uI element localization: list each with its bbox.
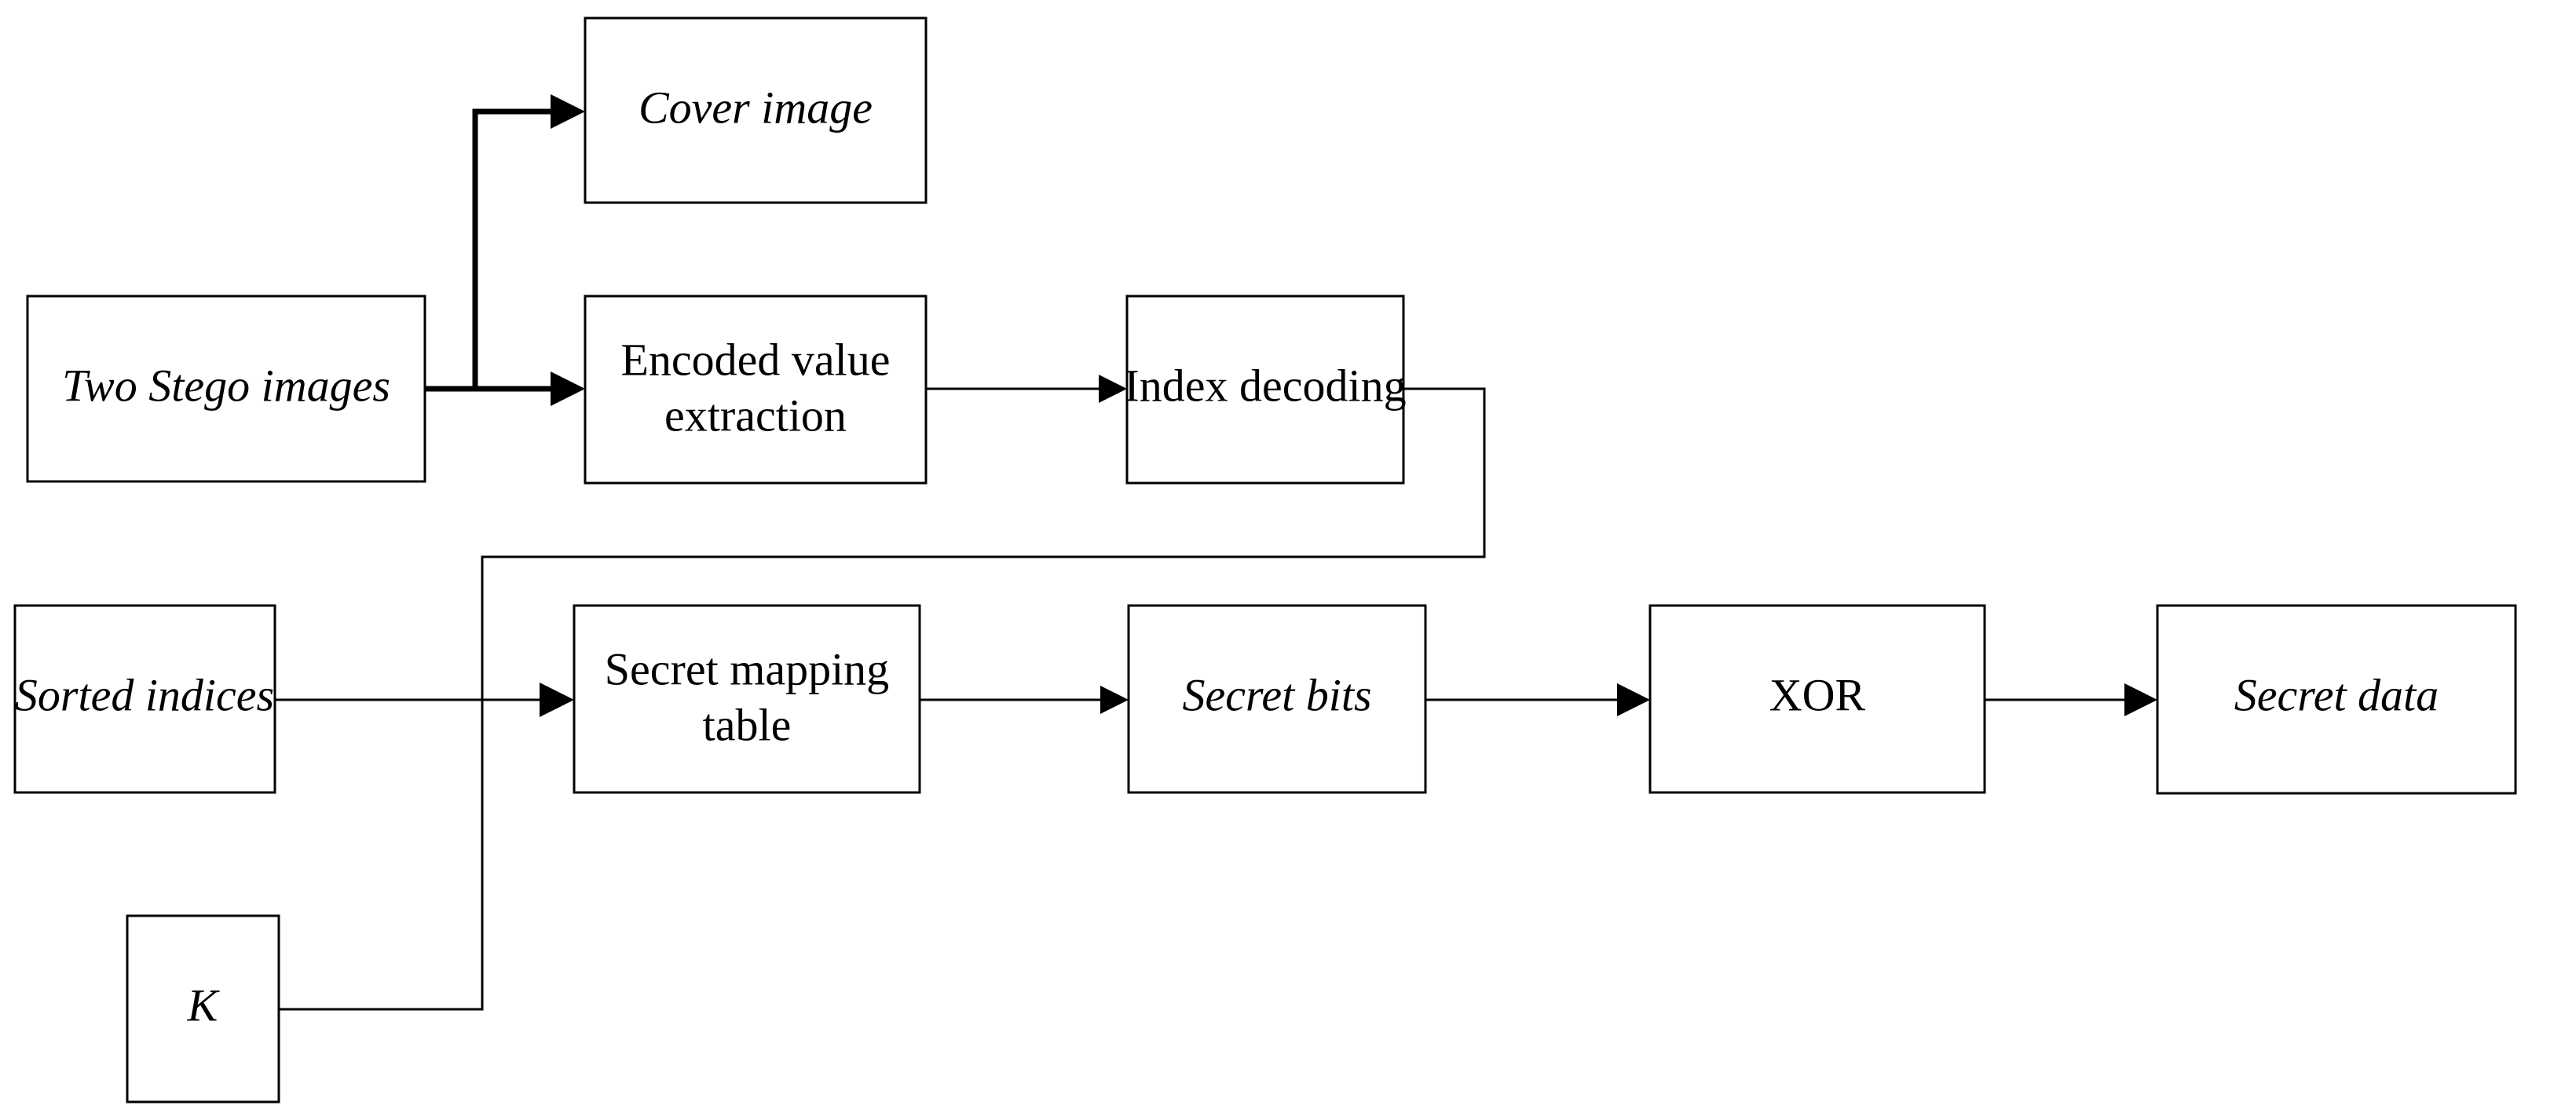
node-xor[interactable]: XOR <box>1648 604 1986 794</box>
arrowhead-secret-mapping-table <box>540 683 574 717</box>
node-secret-data-box <box>2156 604 2517 795</box>
node-index-decoding-label: Index decoding <box>1124 360 1406 411</box>
node-secret-data[interactable]: Secret data <box>2156 604 2517 795</box>
node-encoded-value-extraction-label-line1: Encoded value <box>620 334 890 385</box>
node-sorted-indices[interactable]: Sorted indices <box>13 604 276 794</box>
arrowhead-encoded-value-extraction <box>551 372 585 406</box>
node-xor-label: XOR <box>1769 669 1866 720</box>
node-secret-mapping-table-label-line1: Secret mapping <box>605 643 889 694</box>
node-secret-data-label: Secret data <box>2234 669 2439 720</box>
node-layer: Two Stego images Cover image Encoded val… <box>13 16 2517 1104</box>
node-k-box <box>126 914 280 1104</box>
node-two-stego-images[interactable]: Two Stego images <box>26 295 426 483</box>
node-secret-bits-label: Secret bits <box>1182 669 1371 720</box>
connector-layer <box>275 94 2157 1011</box>
node-cover-image-box <box>584 16 928 204</box>
node-encoded-value-extraction-label-line2: extraction <box>664 390 847 441</box>
node-secret-bits[interactable]: Secret bits <box>1127 604 1427 794</box>
node-k-label: K <box>187 979 221 1030</box>
node-sorted-indices-box <box>13 604 276 794</box>
node-index-decoding-box <box>1125 295 1405 485</box>
node-encoded-value-extraction-box <box>584 295 928 485</box>
node-sorted-indices-label: Sorted indices <box>15 669 274 720</box>
node-encoded-value-extraction[interactable]: Encoded value extraction <box>584 295 928 485</box>
node-cover-image[interactable]: Cover image <box>584 16 928 204</box>
node-index-decoding[interactable]: Index decoding <box>1124 295 1407 485</box>
node-secret-mapping-table-label-line2: table <box>703 699 792 750</box>
node-two-stego-images-box <box>26 295 426 483</box>
arrowhead-xor <box>1617 683 1650 716</box>
arrowhead-cover-image <box>551 94 585 129</box>
node-k[interactable]: K <box>126 914 280 1104</box>
node-secret-mapping-table[interactable]: Secret mapping table <box>573 604 921 794</box>
node-cover-image-label: Cover image <box>639 82 873 133</box>
connector-key-to-secret-mapping <box>279 700 484 1011</box>
connector-stego-branch-to-cover <box>472 108 579 389</box>
node-secret-bits-box <box>1127 604 1427 794</box>
arrowhead-secret-bits <box>1100 686 1129 714</box>
node-secret-mapping-table-box <box>573 604 921 794</box>
arrowhead-index-decoding <box>1099 375 1127 403</box>
node-two-stego-images-label: Two Stego images <box>62 360 390 411</box>
arrowhead-secret-data <box>2124 683 2157 716</box>
node-xor-box <box>1648 604 1986 794</box>
